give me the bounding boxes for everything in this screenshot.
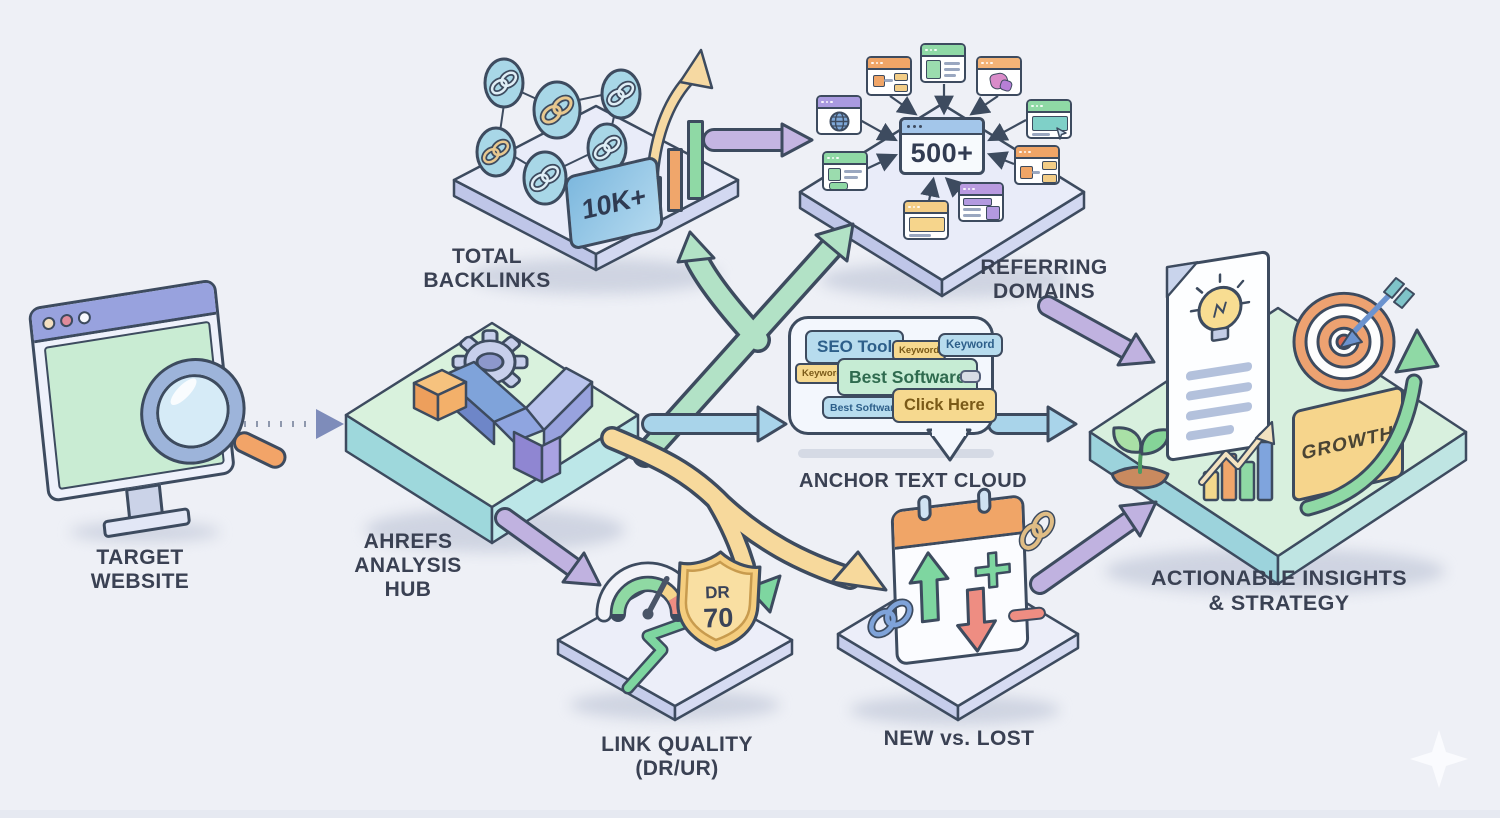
chain-link-icon bbox=[532, 80, 582, 140]
window-titlebar bbox=[902, 120, 982, 135]
sprout-icon bbox=[1110, 426, 1170, 490]
sparkle-watermark-icon bbox=[1410, 730, 1468, 788]
anchor-tag bbox=[960, 370, 981, 383]
arrow-backlinks-to-referring bbox=[702, 122, 814, 158]
folded-corner bbox=[1165, 261, 1199, 299]
calendar-ring bbox=[917, 494, 932, 522]
flowchart-window-icon bbox=[1014, 145, 1060, 185]
shield-dr-value: 70 bbox=[703, 602, 734, 633]
target-website-monitor bbox=[27, 277, 291, 564]
chain-link-icon bbox=[867, 598, 914, 639]
bottom-edge-strip bbox=[0, 810, 1500, 818]
arrow-cloud-to-insights bbox=[987, 405, 1078, 443]
shield-icon: DR 70 bbox=[676, 550, 762, 652]
globe-window-icon bbox=[816, 95, 862, 135]
shield-dr-label: DR bbox=[705, 583, 730, 603]
total-backlinks-label: TOTAL BACKLINKS bbox=[423, 245, 551, 292]
image-lines-window-icon bbox=[920, 43, 966, 83]
anchor-text-cloud-label: ANCHOR TEXT CLOUD bbox=[799, 470, 1027, 492]
cursor-window-icon bbox=[1026, 99, 1072, 140]
dart-icon bbox=[1339, 277, 1415, 349]
text-line bbox=[1186, 381, 1252, 402]
flowchart-window-icon bbox=[866, 56, 912, 96]
target-icon bbox=[1292, 277, 1415, 392]
chain-link-icon bbox=[483, 57, 525, 109]
arrow-target-to-hub bbox=[232, 409, 344, 439]
ahrefs-logo-icon bbox=[412, 360, 594, 484]
plus-icon bbox=[974, 551, 1011, 589]
referring-domains-label: REFERRING DOMAINS bbox=[980, 256, 1108, 303]
referring-domains-counter-window: 500+ bbox=[899, 117, 985, 175]
bubble-shadow-bar bbox=[798, 449, 994, 458]
arrow-newlost-to-insights bbox=[1029, 500, 1158, 595]
text-line bbox=[1186, 361, 1252, 382]
blob-image-window-icon bbox=[976, 56, 1022, 96]
window-dot-icon bbox=[59, 313, 74, 329]
image-pill-window-icon bbox=[822, 151, 868, 191]
globe-icon bbox=[829, 111, 850, 132]
target-website-label: TARGET WEBSITE bbox=[90, 546, 190, 593]
new-vs-lost-label: NEW vs. LOST bbox=[883, 727, 1035, 750]
anchor-tag: Click Here bbox=[892, 388, 997, 423]
arrow-hub-to-new-vs-lost bbox=[600, 426, 888, 592]
link-quality-label: LINK QUALITY (DR/UR) bbox=[601, 733, 753, 780]
chain-link-icon bbox=[586, 122, 628, 174]
lightbulb-icon bbox=[1189, 273, 1251, 342]
chain-link-icon bbox=[475, 126, 517, 178]
referring-domains-count: 500+ bbox=[910, 138, 974, 168]
chain-link-icon bbox=[600, 68, 642, 120]
referring-connector-lines bbox=[859, 84, 1027, 202]
up-arrow-icon bbox=[908, 551, 950, 624]
bubble-tail bbox=[926, 428, 972, 462]
growth-arrow-icon bbox=[1299, 328, 1440, 517]
document-icon bbox=[1165, 249, 1270, 463]
calendar-icon bbox=[890, 486, 1030, 667]
bar-chart-bar bbox=[687, 120, 704, 200]
bar-chart-bar bbox=[667, 148, 683, 212]
down-arrow-icon bbox=[956, 586, 997, 653]
window-dot-icon bbox=[41, 315, 56, 331]
chain-link-icon bbox=[522, 150, 568, 206]
anchor-text-cloud-bubble: SEO Tool Keyword Keyword Keyword Best So… bbox=[788, 316, 1003, 435]
arrow-hub-to-anchor-cloud bbox=[641, 405, 788, 443]
chain-link-icon bbox=[1018, 510, 1056, 552]
arrow-hub-to-link-quality bbox=[494, 507, 602, 587]
yellow-block-window-icon bbox=[903, 200, 949, 240]
anchor-tag: Keyword bbox=[938, 333, 1003, 357]
hub-label: AHREFS ANALYSIS HUB bbox=[354, 530, 462, 601]
window-dot-icon bbox=[77, 310, 92, 326]
insights-label: ACTIONABLE INSIGHTS & STRATEGY bbox=[1150, 566, 1408, 615]
bar-chart-icon bbox=[1198, 420, 1276, 502]
purple-lines-window-icon bbox=[958, 182, 1004, 222]
arrow-referring-to-insights bbox=[1037, 295, 1156, 367]
cursor-icon bbox=[1056, 127, 1067, 140]
gauge-needle bbox=[645, 575, 670, 617]
total-backlinks-count: 10K+ bbox=[580, 180, 648, 225]
referring-domains-platform bbox=[798, 102, 1086, 298]
